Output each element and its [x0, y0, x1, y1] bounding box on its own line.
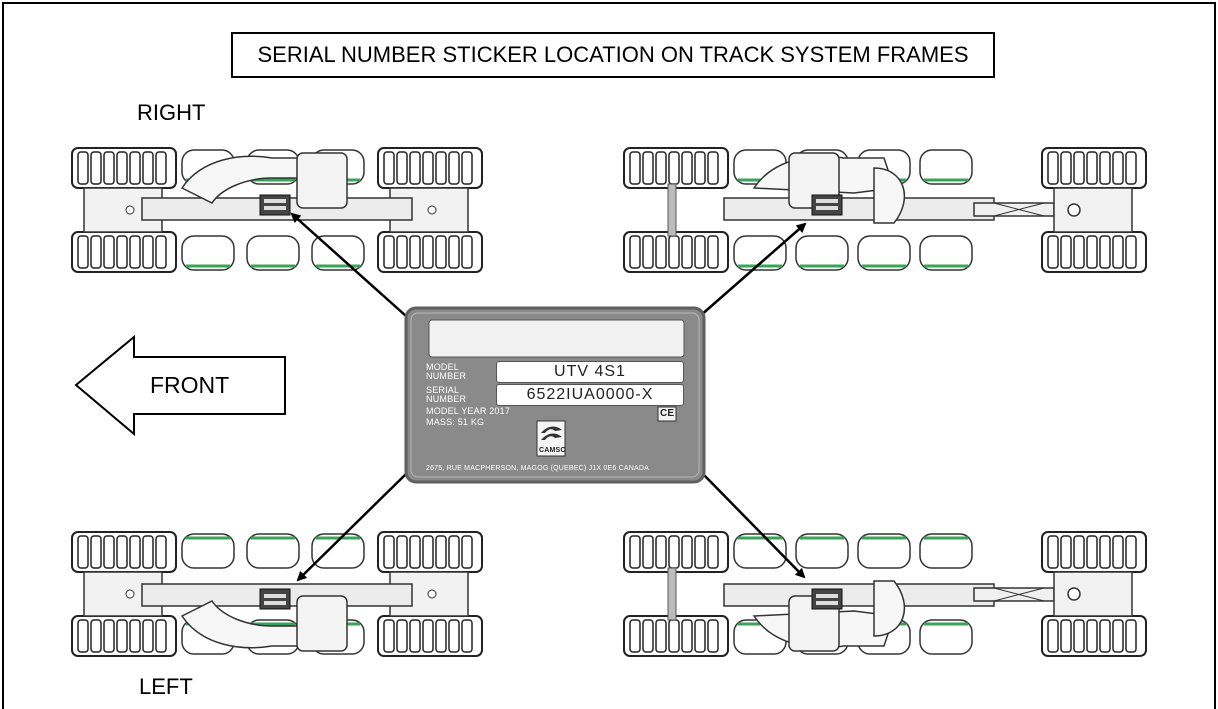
plate-serial-value: 6522IUA0000-X	[496, 384, 684, 406]
plate-year-line: MODEL YEAR 2017	[426, 406, 511, 416]
diagram-title: SERIAL NUMBER STICKER LOCATION ON TRACK …	[231, 32, 995, 78]
front-arrow	[74, 334, 286, 437]
plate-serial-label: SERIAL	[426, 385, 460, 395]
plate-brand: CAMSO	[539, 447, 567, 454]
plate-mass-line: MASS: 51 KG	[426, 417, 485, 427]
plate-blank-field	[428, 319, 685, 358]
left-label: LEFT	[139, 674, 193, 699]
plate-number-label-1: NUMBER	[426, 371, 467, 381]
plate-ce-mark: CE	[660, 408, 675, 419]
track-frame-left-rear	[624, 532, 1146, 656]
pointer-arrow-top-left	[290, 212, 407, 317]
plate-address: 2675, RUE MACPHERSON, MAGOG (QUEBEC) J1X…	[426, 465, 649, 472]
track-frame-left-front	[72, 532, 482, 656]
plate-model-label: MODEL	[426, 362, 460, 372]
pointer-arrow-bottom-left	[296, 473, 407, 582]
plate-number-label-2: NUMBER	[426, 394, 467, 404]
track-frame-right-rear	[624, 148, 1146, 272]
right-label: RIGHT	[137, 100, 206, 125]
pointer-arrow-bottom-right	[702, 473, 806, 579]
pointer-arrow-top-right	[699, 222, 807, 317]
front-label: FRONT	[150, 372, 230, 398]
plate-model-value: UTV 4S1	[496, 361, 684, 383]
track-frame-right-front	[72, 148, 482, 272]
